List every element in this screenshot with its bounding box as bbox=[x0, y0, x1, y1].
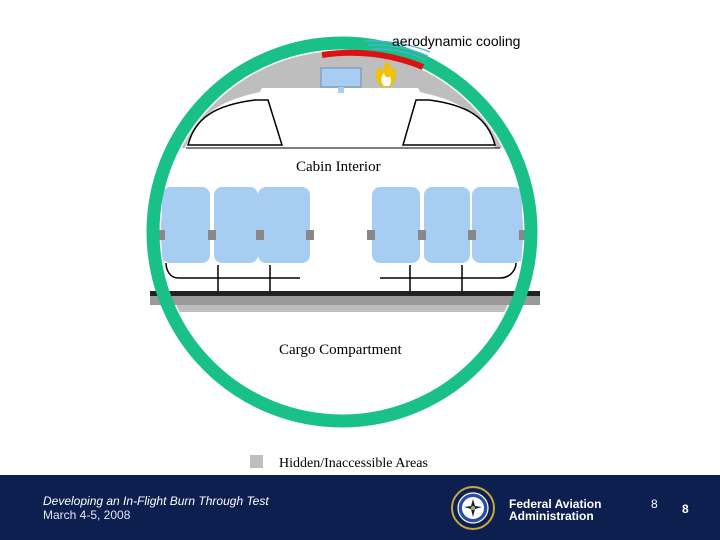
ceiling-duct bbox=[320, 67, 362, 88]
seat-group-left bbox=[157, 187, 314, 292]
cooling-streaks bbox=[364, 40, 431, 61]
flame-icon bbox=[375, 61, 397, 87]
cargo-compartment-label: Cargo Compartment bbox=[279, 342, 402, 358]
faa-seal-icon bbox=[451, 486, 495, 530]
fuselage-ring bbox=[146, 36, 538, 428]
overhead-bin-left bbox=[187, 99, 284, 146]
presentation-date: March 4-5, 2008 bbox=[43, 508, 131, 522]
seat-group-right bbox=[367, 187, 527, 292]
legend-swatch bbox=[250, 455, 263, 468]
fire-zone-arc bbox=[321, 49, 425, 70]
overhead-bin-right bbox=[402, 99, 496, 146]
legend-label: Hidden/Inaccessible Areas bbox=[279, 456, 428, 471]
agency-name-line2: Administration bbox=[509, 509, 594, 523]
cabin-floor bbox=[150, 291, 540, 296]
presentation-title: Developing an In-Flight Burn Through Tes… bbox=[43, 494, 269, 508]
fuselage-cross-section-diagram: aerodynamic cooling Cabin Interior Cargo… bbox=[146, 33, 540, 471]
aerodynamic-cooling-label: aerodynamic cooling bbox=[392, 33, 520, 49]
footer-bar: Developing an In-Flight Burn Through Tes… bbox=[0, 475, 720, 540]
page-number-small: 8 bbox=[651, 497, 658, 511]
cabin-interior-label: Cabin Interior bbox=[296, 159, 381, 175]
agency-name-line1: Federal Aviation bbox=[509, 497, 602, 511]
page-number: 8 bbox=[682, 502, 689, 516]
